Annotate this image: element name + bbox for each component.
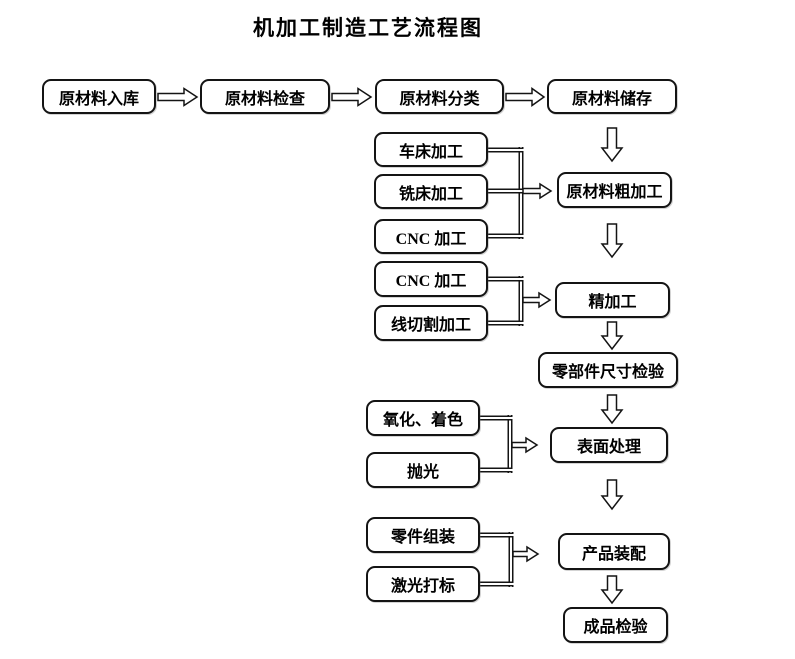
down-arrow-icon bbox=[600, 479, 624, 511]
node-lathe-machining: 车床加工 bbox=[374, 132, 488, 167]
right-arrow-icon bbox=[505, 87, 546, 107]
node-part-dimension-inspection: 零部件尺寸检验 bbox=[538, 352, 678, 388]
node-cnc-machining: CNC 加工 bbox=[374, 219, 488, 254]
down-arrow-icon bbox=[600, 394, 624, 425]
merge-connector-group3 bbox=[480, 415, 513, 473]
node-raw-material-inbound: 原材料入库 bbox=[42, 79, 156, 114]
right-arrow-icon bbox=[157, 87, 199, 107]
node-cnc-machining-2: CNC 加工 bbox=[374, 261, 488, 297]
node-raw-material-storage: 原材料储存 bbox=[547, 79, 677, 114]
node-parts-assembly: 零件组装 bbox=[366, 517, 480, 553]
merge-arrow-icon bbox=[522, 291, 552, 309]
node-laser-marking: 激光打标 bbox=[366, 566, 480, 602]
down-arrow-icon bbox=[600, 321, 624, 351]
node-polishing: 抛光 bbox=[366, 452, 480, 488]
down-arrow-icon bbox=[600, 575, 624, 605]
node-raw-material-inspection: 原材料检查 bbox=[200, 79, 330, 114]
down-arrow-icon bbox=[600, 127, 624, 163]
merge-connector-group4 bbox=[480, 532, 514, 587]
merge-arrow-icon bbox=[522, 182, 553, 200]
down-arrow-icon bbox=[600, 223, 624, 259]
node-milling-machining: 铣床加工 bbox=[374, 174, 488, 209]
node-fine-machining: 精加工 bbox=[555, 282, 670, 318]
merge-arrow-icon bbox=[512, 545, 540, 563]
right-arrow-icon bbox=[331, 87, 373, 107]
diagram-title: 机加工制造工艺流程图 bbox=[253, 16, 483, 40]
node-finished-product-inspection: 成品检验 bbox=[563, 607, 668, 643]
node-raw-material-classification: 原材料分类 bbox=[375, 79, 504, 114]
node-rough-machining: 原材料粗加工 bbox=[557, 172, 672, 208]
node-surface-treatment: 表面处理 bbox=[550, 427, 668, 463]
merge-connector-group1 bbox=[488, 147, 524, 239]
node-wire-cut-machining: 线切割加工 bbox=[374, 305, 488, 341]
merge-connector-group2 bbox=[488, 276, 524, 326]
node-product-assembly: 产品装配 bbox=[558, 533, 670, 570]
merge-arrow-icon bbox=[511, 436, 539, 454]
node-oxidation-coloring: 氧化、着色 bbox=[366, 400, 480, 436]
